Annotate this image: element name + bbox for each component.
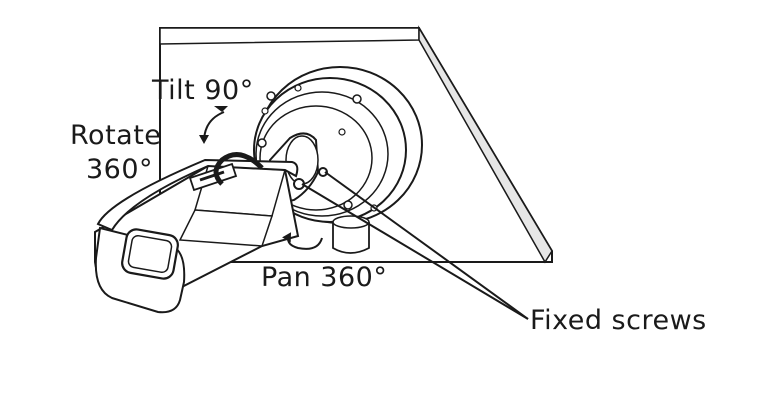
- mount-hole: [352, 94, 362, 104]
- fixed-screws-leaders: [301, 171, 529, 320]
- pan-label: Pan 360°: [261, 262, 388, 293]
- rotate-arrow-icon: [213, 152, 264, 186]
- pan-arrow-icon: [282, 232, 323, 250]
- tilt-label: Tilt 90°: [152, 75, 254, 106]
- tilt-arrow-icon: [199, 106, 228, 144]
- rotate-angle-label: 360°: [86, 154, 154, 185]
- fixed-screw: [318, 167, 328, 177]
- fixed-screw: [293, 178, 305, 190]
- camera-body: [94, 158, 300, 314]
- rotate-label: Rotate: [70, 120, 162, 151]
- mount-hole: [266, 91, 276, 101]
- cable-gland: [332, 222, 370, 254]
- fixed-screws-label: Fixed screws: [530, 305, 707, 336]
- mount-hole: [343, 200, 353, 210]
- mount-hole: [257, 138, 267, 148]
